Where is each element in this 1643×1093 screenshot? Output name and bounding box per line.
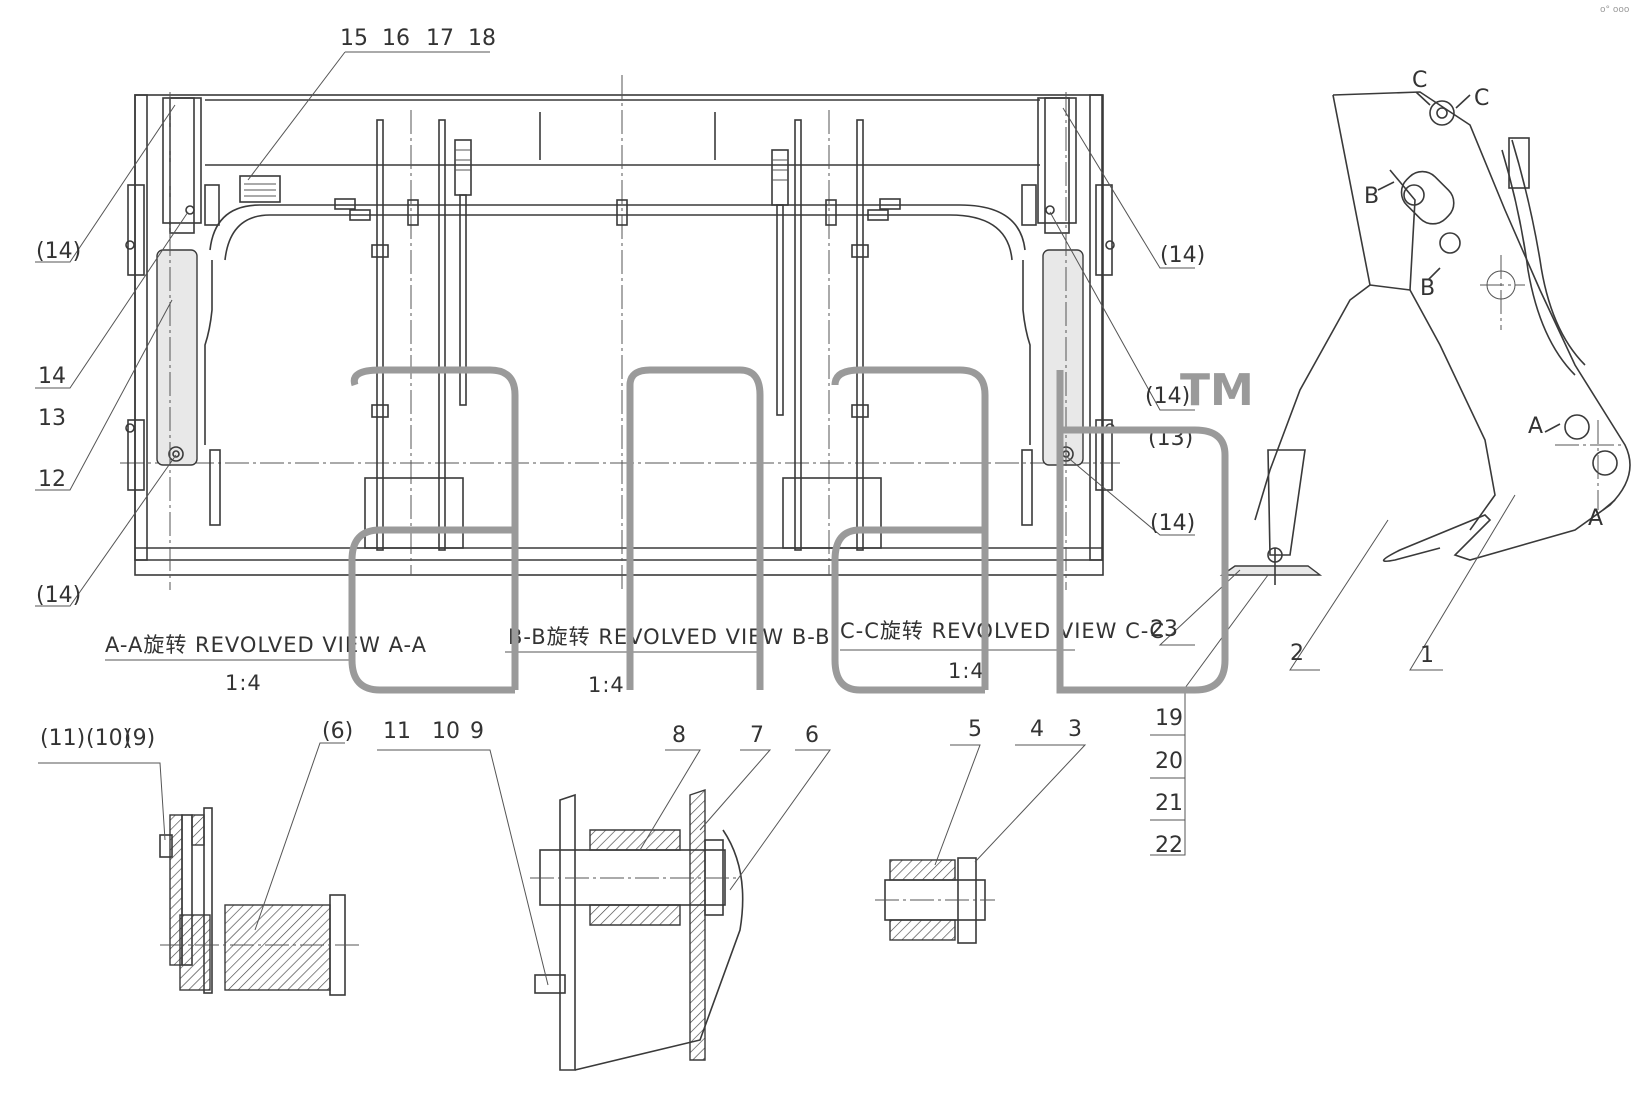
callout-c-5: 5 <box>968 717 982 742</box>
callout-b-11: 11 <box>383 719 411 744</box>
callout-right-2: (14) <box>1145 384 1190 409</box>
section-marker-a1: A <box>1528 414 1543 439</box>
view-b-title: B-B旋转 REVOLVED VIEW B-B <box>508 625 831 649</box>
view-b-scale: 1:4 <box>588 673 625 697</box>
callout-left-1: (14) <box>36 239 81 264</box>
callout-top-15: 15 <box>340 26 368 51</box>
watermark-logo: TM <box>348 365 1254 694</box>
section-marker-c1: C <box>1412 68 1427 93</box>
side-view: C C B B A A <box>1219 68 1631 585</box>
callout-top-16: 16 <box>382 26 410 51</box>
callout-21: 21 <box>1155 791 1183 816</box>
callout-top-17: 17 <box>426 26 454 51</box>
section-marker-a2: A <box>1588 506 1603 531</box>
detail-b-b <box>530 789 744 1071</box>
callout-1: 1 <box>1420 643 1434 668</box>
callout-b-8: 8 <box>672 723 686 748</box>
callout-b-9: 9 <box>470 719 484 744</box>
section-marker-c2: C <box>1474 86 1489 111</box>
view-c-scale: 1:4 <box>948 659 985 683</box>
view-a-title: A-A旋转 REVOLVED VIEW A-A <box>105 633 427 657</box>
callout-b-7: 7 <box>750 723 764 748</box>
detail-c-c <box>875 857 995 944</box>
callouts: (14) 14 13 12 (14) 15 16 17 18 (14) (14)… <box>36 26 1434 858</box>
callout-19: 19 <box>1155 706 1183 731</box>
callout-23: 23 <box>1150 617 1178 642</box>
callout-c-4: 4 <box>1030 717 1044 742</box>
view-c-title: C-C旋转 REVOLVED VIEW C-C <box>840 619 1165 643</box>
callout-left-5: (14) <box>36 583 81 608</box>
callout-left-3: 13 <box>38 406 66 431</box>
front-view <box>120 75 1120 590</box>
callout-22: 22 <box>1155 833 1183 858</box>
leader-lines <box>35 51 1516 986</box>
view-a-scale: 1:4 <box>225 671 262 695</box>
callout-a-6: (6) <box>322 719 353 744</box>
callout-20: 20 <box>1155 749 1183 774</box>
callout-2: 2 <box>1290 641 1304 666</box>
callout-b-10: 10 <box>432 719 460 744</box>
callout-b-6: 6 <box>805 723 819 748</box>
callout-c-3: 3 <box>1068 717 1082 742</box>
callout-a-9: (9) <box>124 726 155 751</box>
callout-a-11: (11) <box>40 726 85 751</box>
detail-a-a <box>159 807 360 996</box>
callout-left-2: 14 <box>38 364 66 389</box>
corner-mark: o° ooo <box>1600 5 1630 15</box>
section-marker-b1: B <box>1364 184 1379 209</box>
callout-right-1: (14) <box>1160 243 1205 268</box>
callout-left-4: 12 <box>38 467 66 492</box>
callout-top-18: 18 <box>468 26 496 51</box>
watermark-tm: TM <box>1180 365 1254 416</box>
callout-right-4: (14) <box>1150 511 1195 536</box>
callout-a-10: (10) <box>86 726 131 751</box>
section-marker-b2: B <box>1420 276 1435 301</box>
